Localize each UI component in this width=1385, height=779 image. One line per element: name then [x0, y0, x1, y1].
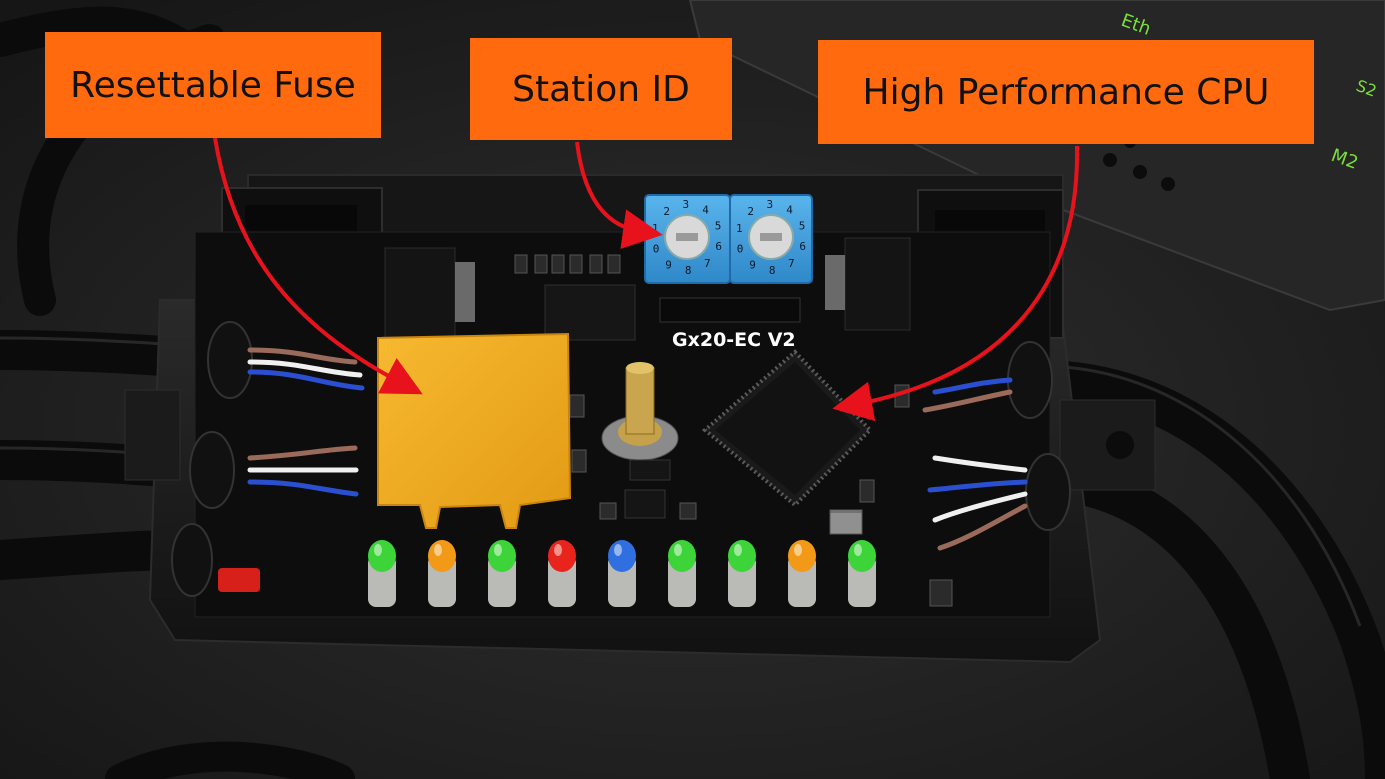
led-red: [548, 540, 576, 607]
rotary-switch-left: [644, 194, 731, 284]
dial-digit-1-5: 5: [799, 220, 806, 233]
crystal-y1: [829, 511, 863, 535]
dial-digit-1-9: 9: [749, 258, 756, 271]
led-orange: [788, 540, 816, 607]
dial-digit-0-2: 2: [663, 205, 670, 218]
callout-resettable-fuse: Resettable Fuse: [45, 32, 381, 138]
led-blue: [608, 540, 636, 607]
cpu-chip: [701, 349, 873, 508]
transformer-right: [825, 237, 911, 331]
resettable-fuse: [377, 332, 572, 529]
dial-digit-0-4: 4: [702, 204, 709, 217]
dial-digit-1-6: 6: [799, 240, 806, 253]
led-green: [728, 540, 756, 607]
smd-components: [514, 254, 953, 607]
arrow-to-cpu: [832, 145, 1080, 422]
dial-digit-1-4: 4: [786, 204, 793, 217]
dial-digit-1-3: 3: [766, 198, 773, 211]
callout-high-performance-cpu: High Performance CPU: [818, 40, 1314, 144]
transformer-left: [384, 247, 475, 339]
arrow-to-station-id: [575, 141, 663, 249]
header-pins: [659, 297, 801, 323]
led-green: [668, 540, 696, 607]
dial-digit-1-8: 8: [769, 264, 776, 277]
dial-digit-1-0: 0: [737, 242, 744, 255]
ic-chip-u7: [544, 284, 636, 341]
red-cable-end: [218, 568, 260, 592]
dial-digit-0-7: 7: [704, 257, 711, 270]
led-green: [488, 540, 516, 607]
callout-resettable-fuse-text: Resettable Fuse: [70, 64, 356, 106]
dial-digit-0-3: 3: [682, 198, 689, 211]
dial-digit-1-7: 7: [788, 257, 795, 270]
callout-station-id-text: Station ID: [512, 68, 690, 110]
arrow-to-fuse: [213, 137, 423, 395]
dial-digit-0-6: 6: [715, 240, 722, 253]
callout-high-performance-cpu-text: High Performance CPU: [862, 71, 1270, 113]
callout-station-id: Station ID: [470, 38, 732, 140]
dial-digit-0-5: 5: [715, 220, 722, 233]
led-green: [368, 540, 396, 607]
callout-arrows: [213, 137, 1080, 422]
led-green: [848, 540, 876, 607]
dial-digit-1-2: 2: [747, 205, 754, 218]
rotary-switch-right: [729, 194, 813, 284]
dial-digit-1-1: 1: [736, 222, 743, 235]
dial-digit-0-9: 9: [665, 258, 672, 271]
brass-standoff: [601, 362, 679, 461]
dial-digit-0-0: 0: [653, 242, 660, 255]
dial-digit-0-1: 1: [652, 222, 659, 235]
sot-chips: [624, 459, 671, 519]
dial-digit-0-8: 8: [685, 264, 692, 277]
board-model-label: Gx20-EC V2: [672, 329, 796, 351]
status-leds: [368, 540, 876, 607]
wires: [247, 347, 1028, 551]
led-orange: [428, 540, 456, 607]
